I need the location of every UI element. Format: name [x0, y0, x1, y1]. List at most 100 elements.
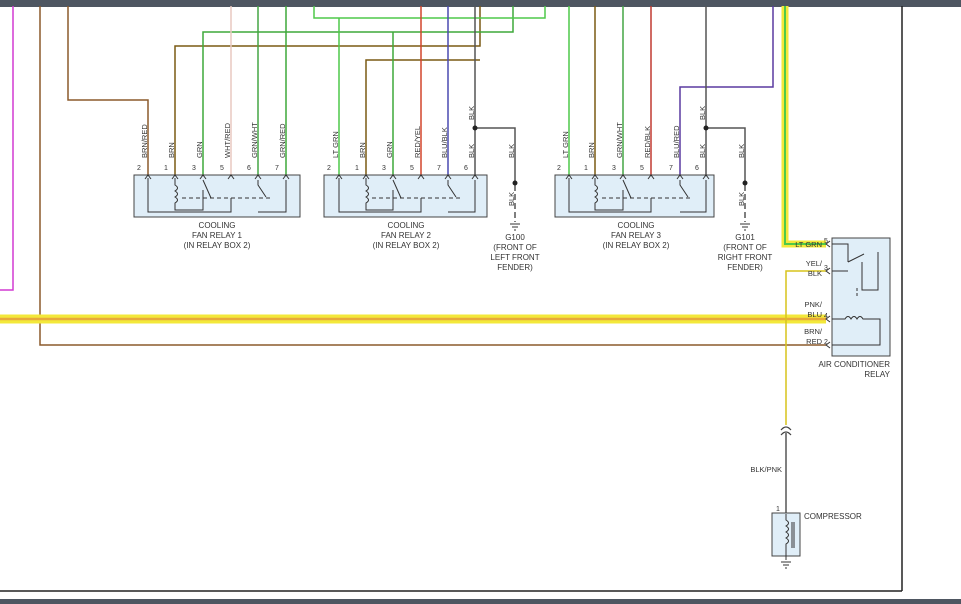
- wire-label: BLK: [507, 144, 516, 158]
- caption-line: (IN RELAY BOX 2): [184, 241, 251, 250]
- caption-line: LEFT FRONT: [490, 253, 539, 262]
- ac-relay-pin-numbers: 5 3 4 2: [824, 238, 828, 346]
- pin-number: 2: [327, 165, 331, 172]
- wire-label: RED/BLK: [643, 126, 652, 158]
- caption-line: G100: [505, 233, 525, 242]
- pin-number: 5: [410, 165, 414, 172]
- wire-label: GRN/WHT: [615, 122, 624, 158]
- pin-number: 6: [464, 165, 468, 172]
- relay2-caption: COOLING FAN RELAY 2 (IN RELAY BOX 2): [373, 221, 440, 250]
- wire-lt-grn-bus: [313, 6, 546, 19]
- wire-label: PNK/: [804, 300, 822, 309]
- caption-line: (IN RELAY BOX 2): [373, 241, 440, 250]
- caption-line: (IN RELAY BOX 2): [603, 241, 670, 250]
- wire-brn-r2: [365, 59, 480, 175]
- pin-number: 7: [669, 165, 673, 172]
- wire-label: GRN/RED: [278, 123, 287, 158]
- relay3-wire-labels: LT GRN BRN GRN/WHT RED/BLK BLU/RED BLK: [561, 122, 707, 158]
- splices: [472, 125, 748, 186]
- relay1-wire-labels: BRN/RED BRN GRN WHT/RED GRN/WHT GRN/RED: [140, 122, 287, 158]
- ground-symbols: [510, 223, 791, 569]
- wire-magenta: [0, 6, 14, 291]
- relay1-box: [133, 174, 301, 218]
- pin-number: 2: [824, 339, 828, 346]
- wire-label: BRN/RED: [140, 124, 149, 158]
- relay3-box: [554, 174, 715, 218]
- caption-line: FAN RELAY 1: [192, 231, 243, 240]
- pin-number: 3: [192, 165, 196, 172]
- g101-wire-labels: BLK BLK BLK: [698, 106, 746, 206]
- wire-grn-bus: [202, 6, 514, 175]
- highlighted-wires: [0, 6, 826, 324]
- compressor-internals: [785, 514, 795, 560]
- relay1-pin-numbers: 2 1 3 5 6 7: [137, 165, 279, 172]
- pin-number: 6: [247, 165, 251, 172]
- caption-line: COOLING: [618, 221, 655, 230]
- wire-relay1-pin2: [67, 6, 149, 175]
- g101-ground-icon: [740, 223, 750, 231]
- caption-line: COOLING: [388, 221, 425, 230]
- g100-wire-labels: BLK BLK BLK: [467, 106, 516, 206]
- wire-blk-r2-g100: [475, 127, 516, 185]
- relay-boxes: [133, 174, 715, 218]
- wire-label: BLK: [808, 269, 822, 278]
- wire-label: RED: [806, 337, 822, 346]
- pin-number: 2: [557, 165, 561, 172]
- pin-number: 3: [382, 165, 386, 172]
- compressor-wire-label: BLK/PNK: [750, 465, 782, 474]
- ac-relay-wire-labels: LT GRN YEL/ BLK PNK/ BLU BRN/ RED: [795, 240, 823, 346]
- g100-ground-icon: [510, 223, 520, 231]
- wire-label: BLK: [507, 192, 516, 206]
- caption-line: (FRONT OF: [493, 243, 537, 252]
- pin-number: 5: [824, 238, 828, 245]
- pin-arrows: [144, 174, 831, 349]
- wire-blk-r3-g101: [706, 127, 746, 185]
- pin-number: 6: [695, 165, 699, 172]
- wire-label: BRN: [358, 142, 367, 158]
- g100-terminal: [512, 180, 518, 186]
- wire-label: BLK: [467, 144, 476, 158]
- ac-relay-caption: AIR CONDITIONER RELAY: [818, 360, 890, 379]
- wire-blu-red: [679, 6, 774, 175]
- g101-caption: G101 (FRONT OF RIGHT FRONT FENDER): [718, 233, 773, 272]
- pin-number: 7: [437, 165, 441, 172]
- pin-number: 1: [584, 165, 588, 172]
- caption-line: FAN RELAY 3: [611, 231, 662, 240]
- wire-label: BLK: [698, 144, 707, 158]
- caption-line: AIR CONDITIONER: [818, 360, 890, 369]
- caption-line: (FRONT OF: [723, 243, 767, 252]
- g101-terminal: [742, 180, 748, 186]
- wire-label: BLU/BLK: [440, 127, 449, 158]
- wire-label: WHT/RED: [223, 122, 232, 158]
- pin-number: 3: [824, 265, 828, 272]
- caption-line: RELAY: [864, 370, 890, 379]
- window-top-bar: [0, 0, 961, 7]
- pin-number: 1: [355, 165, 359, 172]
- wire-label: BLK: [698, 106, 707, 120]
- compressor-ground-icon: [781, 561, 791, 569]
- pin-number: 1: [164, 165, 168, 172]
- wire-brn-red-main: [39, 6, 826, 346]
- wire-label: LT GRN: [331, 131, 340, 158]
- caption-line: RIGHT FRONT: [718, 253, 773, 262]
- pin-number: 4: [824, 313, 828, 320]
- wire-label: LT GRN: [795, 240, 822, 249]
- pin-number: 3: [612, 165, 616, 172]
- relay1-caption: COOLING FAN RELAY 1 (IN RELAY BOX 2): [184, 221, 251, 250]
- wire-label: RED/YEL: [413, 126, 422, 158]
- g100-caption: G100 (FRONT OF LEFT FRONT FENDER): [490, 233, 539, 272]
- splice-g100: [472, 125, 478, 131]
- highlight-lt-grn-glow: [781, 6, 826, 248]
- relay2-box: [323, 174, 488, 218]
- wire-label: BRN: [167, 142, 176, 158]
- caption-line: G101: [735, 233, 755, 242]
- window-bottom-bar: [0, 599, 961, 604]
- wire-label: GRN: [195, 141, 204, 158]
- wire-brn-bus: [174, 6, 481, 175]
- caption-line: FAN RELAY 2: [381, 231, 432, 240]
- pin-number: 7: [275, 165, 279, 172]
- wire-label: BLK: [467, 106, 476, 120]
- wire-label: BRN/: [804, 327, 823, 336]
- relay3-pin-numbers: 2 1 3 5 7 6: [557, 165, 699, 172]
